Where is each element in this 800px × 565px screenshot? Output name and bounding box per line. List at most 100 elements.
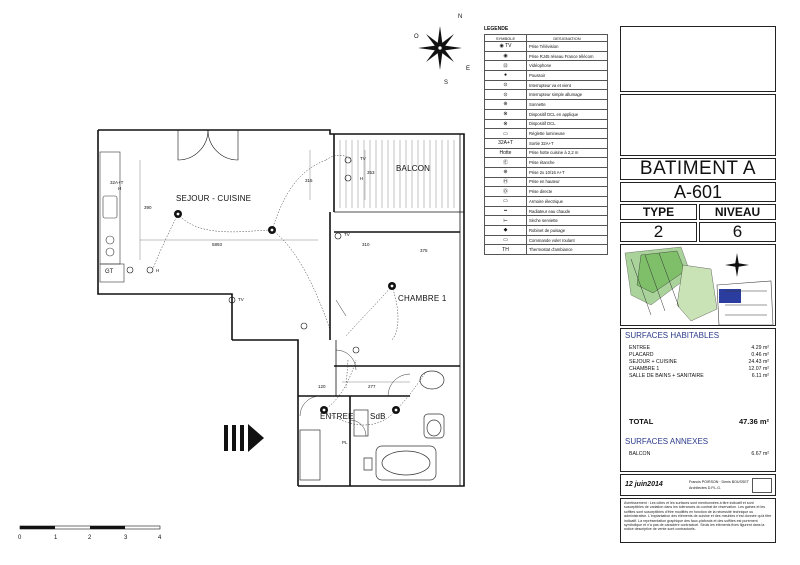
legend-label: Dispositif DCL en applique	[526, 108, 608, 120]
legend-symbol: Ⓓ	[484, 186, 527, 197]
legend-label: Sonnette	[526, 99, 608, 110]
dimension-label: 277	[368, 384, 376, 389]
legend-row: ⊕Prise 2x 10/16 A+T	[484, 166, 608, 178]
niveau-label: NIVEAU	[699, 204, 776, 220]
legend-row: ●Poussoir	[484, 70, 608, 81]
surface-value: 0.46 m²	[751, 352, 769, 358]
legend-label: Prise Télévision	[526, 41, 608, 52]
logo-box	[620, 26, 776, 92]
surfaces-annexes-title: SURFACES ANNEXES	[625, 437, 709, 446]
legend-label: Sèche serviette	[526, 215, 608, 227]
room-label-sdb: SdB	[370, 412, 386, 421]
room-label-sejour: SEJOUR - CUISINE	[176, 194, 252, 203]
scale-label: 3	[124, 535, 128, 541]
type-label: TYPE	[620, 204, 697, 220]
lot-number: A-601	[620, 182, 776, 202]
floor-plan	[19, 26, 465, 530]
legend-label: Vidéophone	[526, 60, 608, 72]
scale-label: 2	[88, 535, 92, 541]
outlet-label: GT	[105, 269, 114, 275]
legend-symbol: ⊕	[484, 166, 527, 178]
surface-row: SEJOUR + CUISINE 24.43 m²	[629, 359, 769, 365]
dimension-label: 310	[362, 242, 370, 247]
legend-symbol: ▭	[484, 234, 527, 246]
outlet-label: H	[360, 176, 364, 181]
legend-symbol: TH	[484, 244, 527, 256]
legend-label: Prise directe	[526, 186, 608, 197]
legend-label: Radiateur eau chaude	[526, 205, 608, 217]
legend-row: ⊙Interrupteur simple allumage	[484, 89, 608, 101]
surface-row: CHAMBRE 1 12.07 m²	[629, 366, 769, 372]
room-label-entree: ENTREE	[320, 412, 354, 421]
surface-row: PLACARD 0.46 m²	[629, 352, 769, 358]
outlet-label: H	[156, 268, 160, 273]
scale-label: 0	[18, 535, 22, 541]
outlet-label: TV	[344, 232, 350, 237]
type-value: 2	[620, 222, 697, 242]
total-label: TOTAL	[629, 417, 654, 426]
surface-name: ENTREE	[629, 345, 651, 351]
date-architect-row: 12 juin2014 Francis POIRSON · Denis BOUS…	[620, 474, 776, 496]
legend-label: Prise 2x 10/16 A+T	[526, 166, 608, 178]
outlet-label: PL	[342, 440, 348, 445]
plan-date: 12 juin2014	[625, 481, 663, 488]
outlet-label: TV	[360, 156, 366, 161]
legend-label: Interrupteur va et vient	[526, 79, 608, 91]
legend-row: ━Radiateur eau chaude	[484, 205, 608, 217]
disclaimer-text: Avertissement : Les côtes et les surface…	[624, 501, 772, 532]
dimension-label: 5893	[212, 242, 223, 247]
legend-row: ◆Robinet de puisage	[484, 225, 608, 236]
room-label-balcon: BALCON	[396, 164, 431, 173]
dimension-label: 375	[420, 248, 428, 253]
architects-title: Architectes D.P.L.G.	[689, 486, 722, 490]
surface-row: ENTREE 4.29 m²	[629, 345, 769, 351]
legend-row: ▭Commande volet roulant	[484, 234, 608, 246]
compass-s-label: S	[444, 80, 449, 86]
legend-label: Prise RJ45 réseau France télécom	[526, 50, 608, 62]
surface-name: CHAMBRE 1	[629, 366, 660, 372]
dimension-label: 390	[144, 205, 152, 210]
surface-row: SALLE DE BAINS + SANITAIRE 6.11 m²	[629, 373, 769, 379]
surface-value: 4.29 m²	[751, 345, 769, 351]
outlet-label: TV	[238, 297, 244, 302]
title-block: BATIMENT A A-601 TYPE NIVEAU 2 6 SURFACE…	[620, 26, 776, 543]
architect-logo	[752, 478, 772, 493]
legend-symbol: ▭	[484, 128, 527, 139]
outlet-label: H	[118, 186, 122, 191]
legend-symbol: ▭	[484, 196, 527, 207]
surface-name: PLACARD	[629, 352, 654, 358]
site-plan-image	[621, 245, 775, 325]
building-name: BATIMENT A	[620, 158, 776, 180]
legend-label: Prise étanche	[526, 157, 608, 168]
disclaimer-box: Avertissement : Les côtes et les surface…	[620, 498, 776, 543]
architects-names: Francis POIRSON · Denis BOUSSET	[689, 480, 749, 484]
legend-symbol: Hotte	[484, 147, 527, 159]
surface-value: 6.11 m²	[751, 373, 769, 379]
dimension-label: 120	[318, 384, 326, 389]
legend-row: ▭Réglette lumineuse	[484, 128, 608, 139]
legend-header-desc: DESIGNATION	[526, 34, 608, 42]
legend-symbol: ⊡	[484, 60, 527, 72]
legend-symbol: ⊕	[484, 99, 527, 110]
legend-label: Dispositif DCL	[526, 118, 608, 130]
legend-symbol: ⊢	[484, 215, 527, 227]
annex-name: BALCON	[629, 451, 651, 457]
room-label-chambre: CHAMBRE 1	[398, 294, 447, 303]
legend-symbol: ⊙	[484, 79, 527, 91]
legend-label: Poussoir	[526, 70, 608, 81]
legend-symbol: ⊗	[484, 118, 527, 130]
legend-label: Sortie 32A+T	[526, 137, 608, 149]
legend-label: Prise en hauteur	[526, 176, 608, 188]
legend-symbol: ⊙	[484, 89, 527, 101]
compass-o-label: O	[414, 34, 419, 40]
total-value: 47.36 m²	[738, 417, 769, 426]
surfaces-panel: SURFACES HABITABLES ENTREE 4.29 m² PLACA…	[620, 328, 776, 472]
legend-label: Armoire électrique	[526, 196, 608, 207]
